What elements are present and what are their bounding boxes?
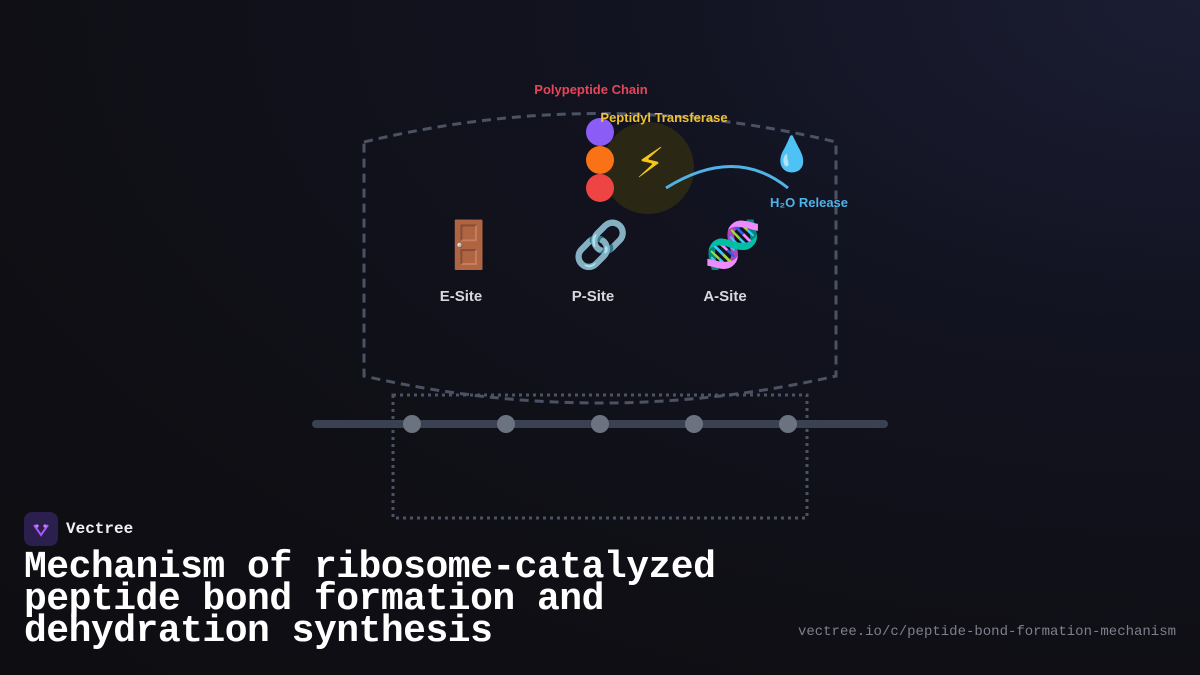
site-label-e: E-Site: [440, 288, 483, 305]
lightning-icon: ⚡: [635, 139, 665, 188]
codon-dot: [497, 415, 515, 433]
catalytic-center-glow: [602, 122, 694, 214]
amino-acid-bead: [586, 118, 614, 146]
door-icon: 🚪: [440, 218, 497, 272]
water-release-arrow: [665, 165, 789, 190]
link-icon: 🔗: [572, 217, 629, 273]
page-title: Mechanism of ribosome-catalyzed peptide …: [24, 546, 716, 653]
water-release-label: H₂O Release: [770, 195, 848, 210]
ribosome-outline: [362, 112, 838, 405]
polypeptide-chain-label: Polypeptide Chain: [534, 82, 647, 97]
codon-dot: [685, 415, 703, 433]
dna-icon: 🧬: [704, 217, 761, 273]
amino-acid-bead: [586, 146, 614, 174]
codon-dot: [403, 415, 421, 433]
brand-name: Vectree: [66, 520, 134, 538]
small-subunit-outline: [391, 393, 809, 520]
site-label-p: P-Site: [572, 288, 615, 305]
vectree-logo-icon: [24, 512, 58, 546]
codon-dot: [591, 415, 609, 433]
peptidyl-transferase-label: Peptidyl Transferase: [600, 110, 727, 125]
water-droplet-icon: 💧: [771, 135, 813, 175]
source-url: vectree.io/c/peptide-bond-formation-mech…: [797, 624, 1176, 640]
brand: Vectree: [24, 512, 133, 546]
codon-dot: [779, 415, 797, 433]
site-label-a: A-Site: [703, 288, 746, 305]
amino-acid-bead: [586, 174, 614, 202]
